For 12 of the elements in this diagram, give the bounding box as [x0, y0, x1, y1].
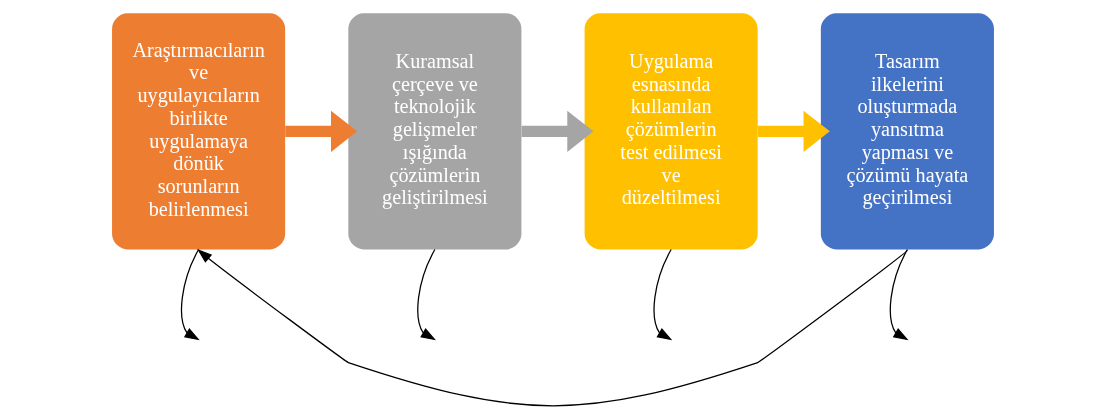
- arrow: [757, 110, 830, 153]
- arrow: [416, 248, 436, 341]
- arrow: [180, 248, 212, 341]
- node-box: Kuramsal çerçeve ve teknolojik gelişmeler ışığında çözümlerin geliştirilmesi: [347, 13, 521, 250]
- node-box: Uygulama esnasında kullanılan çözümlerin test edilmesi ve düzeltilmesi: [584, 13, 758, 250]
- arrow: [889, 248, 908, 341]
- arrow: [284, 110, 357, 153]
- arrow: [196, 248, 908, 407]
- arrow: [521, 110, 594, 153]
- arrow: [653, 248, 672, 341]
- node-box: Tasarım ilkelerini oluşturmada yansıtma yapması ve çözümü hayata geçirilmesi: [820, 13, 994, 250]
- node-box: Araştırmacıların ve uygulayıcıların birlikte uygulamaya dönük sorunların belirlenmesi: [111, 13, 285, 250]
